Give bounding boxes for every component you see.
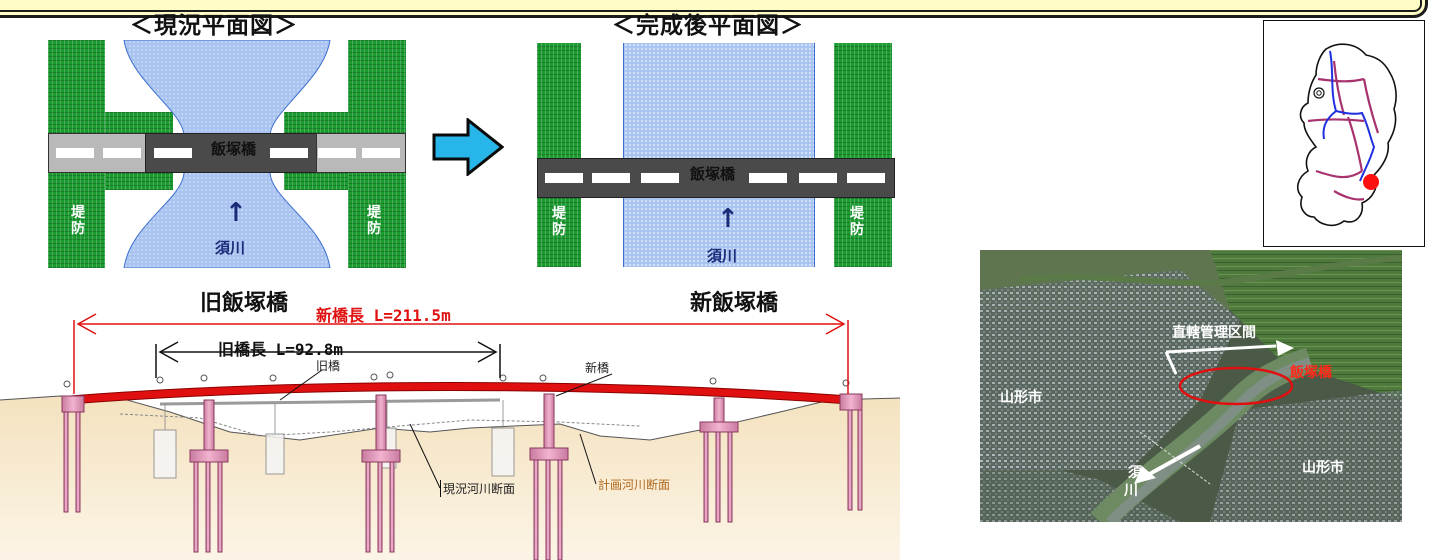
old-bridge-length: 旧橋長 L=92.8m (218, 340, 344, 359)
completed-plan-diagram: 飯塚橋 堤防 堤防 ↑ 須川 (537, 43, 895, 267)
direct-control-section-label: 直轄管理区間 (1172, 325, 1256, 341)
current-plan-diagram: 飯塚橋 堤防 堤防 ↑ 須川 (48, 40, 406, 268)
levee-top-left-ext (105, 112, 173, 133)
current-bridge-name: 飯塚橋 (211, 140, 257, 158)
completed-river-name: 須川 (707, 247, 738, 265)
levee-top-right (348, 40, 406, 133)
lane-dash (749, 173, 787, 183)
current-river-section-label: 現況河川断面 (440, 480, 515, 497)
aerial-photo-image (980, 250, 1402, 522)
completed-levee-label-left: 堤防 (552, 206, 566, 238)
aerial-bridge-label: 飯塚橋 (1290, 365, 1332, 381)
lane-dash (362, 148, 400, 158)
completed-levee-label-right: 堤防 (850, 206, 864, 238)
new-bridge-length: 新橋長 L=211.5m (316, 306, 451, 325)
levee-top-right-ext (284, 112, 348, 133)
bridge-elevation-diagram (0, 313, 901, 560)
lane-dash (56, 148, 94, 158)
lane-dash (545, 173, 583, 183)
levee-left (537, 43, 581, 267)
levee-bottom-right-ext (284, 173, 348, 190)
levee-top-left (48, 40, 105, 133)
old-bridge-label: 旧橋 (316, 359, 341, 373)
lane-dash (103, 148, 141, 158)
current-levee-label-right: 堤防 (367, 205, 381, 237)
lane-dash (154, 148, 192, 158)
lane-dash (318, 148, 356, 158)
up-arrow-icon: ↑ (225, 198, 247, 228)
planned-river-section-label: 計画河川断面 (598, 478, 671, 492)
completed-bridge-name: 飯塚橋 (690, 165, 736, 183)
current-plan-caption: 旧飯塚橋 (200, 291, 289, 316)
current-levee-label-left: 堤防 (71, 205, 85, 237)
river-label-kawa: 川 (1124, 483, 1138, 499)
levee-bottom-left (48, 173, 105, 268)
completed-river (623, 43, 815, 267)
aerial-overlay (1134, 340, 1294, 485)
lane-dash (270, 148, 308, 158)
city-label-right: 山形市 (1302, 460, 1344, 476)
aerial-photo: 直轄管理区間 飯塚橋 山形市 山形市 須 川 (980, 250, 1402, 522)
completed-plan-caption: 新飯塚橋 (690, 291, 779, 316)
city-label-left: 山形市 (1000, 390, 1042, 406)
river-label-su: 須 (1128, 465, 1142, 481)
new-bridge-label: 新橋 (585, 361, 610, 375)
up-arrow-icon: ↑ (717, 204, 739, 234)
levee-bottom-left-ext (105, 173, 173, 190)
levee-right (834, 43, 892, 267)
current-plan-title: ＜現況平面図＞ (130, 13, 298, 39)
top-banner (0, 0, 1428, 18)
levee-bottom-right (348, 173, 406, 268)
prefecture-map (1296, 43, 1397, 227)
lane-dash (641, 173, 679, 183)
lane-dash (847, 173, 885, 183)
lane-dash (799, 173, 837, 183)
location-map (1263, 20, 1425, 247)
current-river-name: 須川 (215, 239, 246, 257)
red-dot-icon (1363, 174, 1379, 190)
completed-plan-title: ＜完成後平面図＞ (612, 13, 804, 39)
lane-dash (592, 173, 630, 183)
right-arrow-icon (432, 118, 504, 176)
